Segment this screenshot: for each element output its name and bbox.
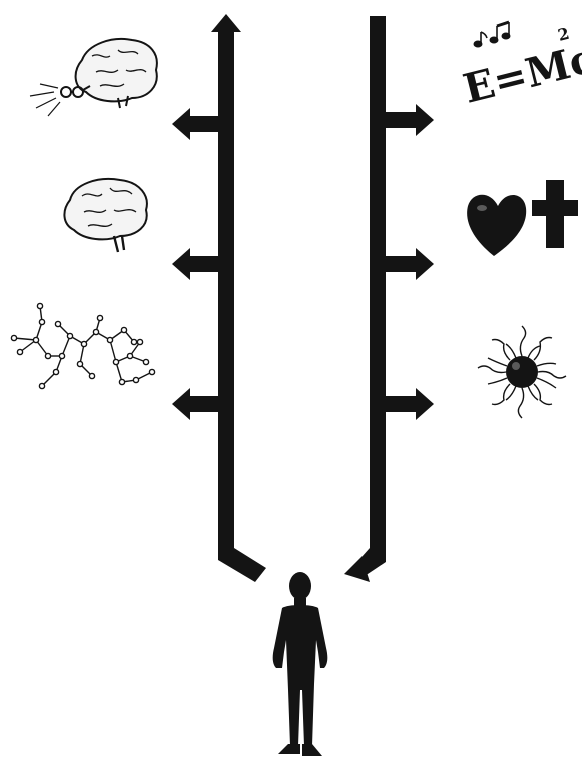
cross-icon <box>532 180 578 248</box>
neuron-network-icon <box>11 303 154 388</box>
right-branch-arrow-1 <box>384 104 434 136</box>
brain-with-glasses-icon <box>30 39 157 116</box>
right-branch-arrow-2 <box>384 248 434 280</box>
brain-icon <box>64 179 146 252</box>
left-branch-arrow-3 <box>172 388 220 420</box>
left-branch-arrow-1 <box>172 108 220 140</box>
right-branch-arrow-3 <box>384 388 434 420</box>
formula-emc2: E=Mc 2 <box>455 20 582 113</box>
right-downward-arrow <box>344 16 386 582</box>
music-notes-icon <box>474 22 510 47</box>
person-silhouette-icon <box>273 572 328 756</box>
left-upward-arrow <box>211 14 266 582</box>
heart-icon <box>467 195 526 256</box>
left-branch-arrow-2 <box>172 248 220 280</box>
sun-icon <box>478 326 566 418</box>
